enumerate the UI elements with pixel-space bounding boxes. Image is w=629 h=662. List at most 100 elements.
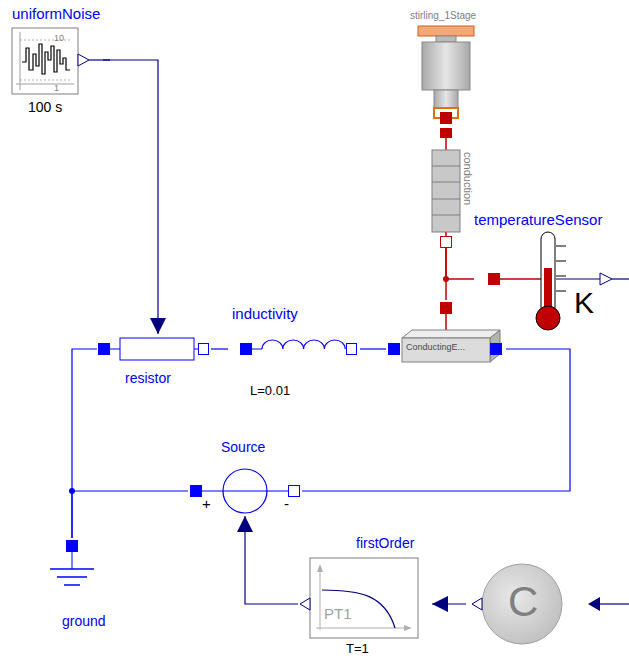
inductor-symbol: inductivityL=0.01 (228, 306, 360, 400)
first-order-block-part (317, 564, 323, 572)
component-text: PT1 (324, 606, 352, 623)
component-label: uniformNoise (12, 6, 100, 23)
first-order-block-part (322, 590, 395, 628)
component-text: K (574, 286, 594, 319)
connection-wire (103, 60, 158, 334)
connection-wire (445, 248, 447, 300)
voltage-source-symbol-part (289, 486, 300, 497)
constant-circle-part (472, 598, 482, 610)
component-text: - (284, 496, 289, 513)
component-label: firstOrder (356, 536, 414, 551)
temperature-sensor: temperatureSensorK (474, 212, 626, 332)
noise-icon-part (20, 40, 72, 41)
resistor-symbol-part (120, 338, 194, 360)
connection-wire (302, 349, 570, 491)
component-label: resistor (125, 371, 171, 386)
conduction-rod: conduction (428, 126, 476, 248)
component-label: inductivity (232, 306, 298, 323)
voltage-source-symbol-part (190, 485, 202, 497)
connection-wire (72, 491, 188, 538)
ground-symbol (50, 540, 94, 585)
stirling-icon (418, 26, 474, 124)
component-label: C (508, 579, 538, 625)
ground-symbol-part (64, 584, 80, 586)
stirling-icon-part (434, 90, 458, 108)
resistor-symbol-part (98, 343, 110, 355)
first-order-block-part (404, 625, 412, 631)
noise-icon-part (22, 44, 70, 74)
connection-wire (446, 248, 474, 279)
thermometer-icon-part (541, 232, 555, 314)
resistor-symbol-part (199, 344, 209, 355)
conduction-icon-part (445, 138, 447, 150)
thermometer-icon-part (556, 291, 566, 292)
stirling-icon-part (440, 112, 452, 124)
stirling-icon-part (422, 42, 470, 90)
connection-wire (72, 349, 97, 538)
connection-wire (360, 348, 386, 349)
conduction-icon-part (432, 166, 460, 167)
component-label: conduction (462, 152, 474, 205)
noise-icon-part (12, 28, 78, 94)
ground-symbol-part (66, 540, 78, 552)
noise-icon-part (16, 84, 74, 85)
conduction-icon-part (432, 150, 460, 232)
thermometer-icon-part (556, 276, 566, 277)
conducting-element-part (490, 343, 502, 355)
inductor-symbol-part (262, 340, 345, 349)
conducting-element-part (445, 314, 447, 330)
component-label: Source (221, 440, 265, 455)
first-order-block-part (310, 558, 418, 638)
constant-circle (472, 564, 629, 644)
component-text: T=1 (346, 642, 369, 656)
thermometer-icon (488, 232, 629, 330)
thermometer-icon-part (536, 306, 560, 330)
inductor-symbol-part (252, 349, 262, 350)
voltage-source-symbol-part (223, 491, 267, 492)
thermometer-icon-part (612, 278, 629, 279)
first-order-block-part (320, 568, 321, 630)
constant-circle-part (600, 603, 629, 604)
component-label: ConductingE... (406, 343, 465, 353)
ground-symbol-part (57, 576, 87, 578)
thermometer-icon-part (556, 261, 566, 262)
component-text: 100 s (28, 100, 62, 115)
ground-symbol-part (72, 552, 73, 569)
stirling-icon-part (418, 26, 474, 36)
voltage-source-symbol-part (223, 469, 267, 513)
component-label: stirling_1Stage (410, 10, 476, 21)
stirling-cooler: stirling_1Stage (408, 8, 486, 126)
conduction-icon-part (432, 182, 460, 183)
component-text: + (202, 496, 211, 513)
thermometer-icon-part (556, 246, 566, 247)
component-text: 10 (54, 34, 64, 44)
component-text: L=0.01 (250, 384, 290, 398)
noise-icon (12, 28, 110, 94)
conduction-icon-part (441, 237, 452, 248)
thermometer-icon-part (500, 278, 541, 280)
ground-symbol-part (50, 568, 94, 570)
constant-block: C (466, 562, 602, 646)
conducting-element-part (440, 302, 452, 314)
conducting-element-part (402, 338, 490, 362)
connection-wire (211, 348, 228, 349)
first-order-block (300, 558, 418, 638)
component-label: ground (62, 614, 106, 629)
component-label: temperatureSensor (474, 212, 602, 229)
resistor-symbol-part (194, 349, 198, 350)
first-order-block-part (300, 598, 310, 610)
constant-circle-part (482, 564, 562, 644)
conducting-element-part (402, 330, 500, 338)
conducting-element-part (388, 343, 400, 355)
inductor-symbol-part (347, 344, 357, 355)
noise-icon-part (20, 80, 72, 81)
stirling-icon-part (436, 36, 456, 42)
constant-circle-part (588, 597, 600, 611)
noise-icon-part (20, 32, 21, 90)
connection-wire (432, 603, 466, 604)
voltage-source-symbol-part (267, 491, 288, 492)
thermometer-icon-part (556, 278, 600, 279)
